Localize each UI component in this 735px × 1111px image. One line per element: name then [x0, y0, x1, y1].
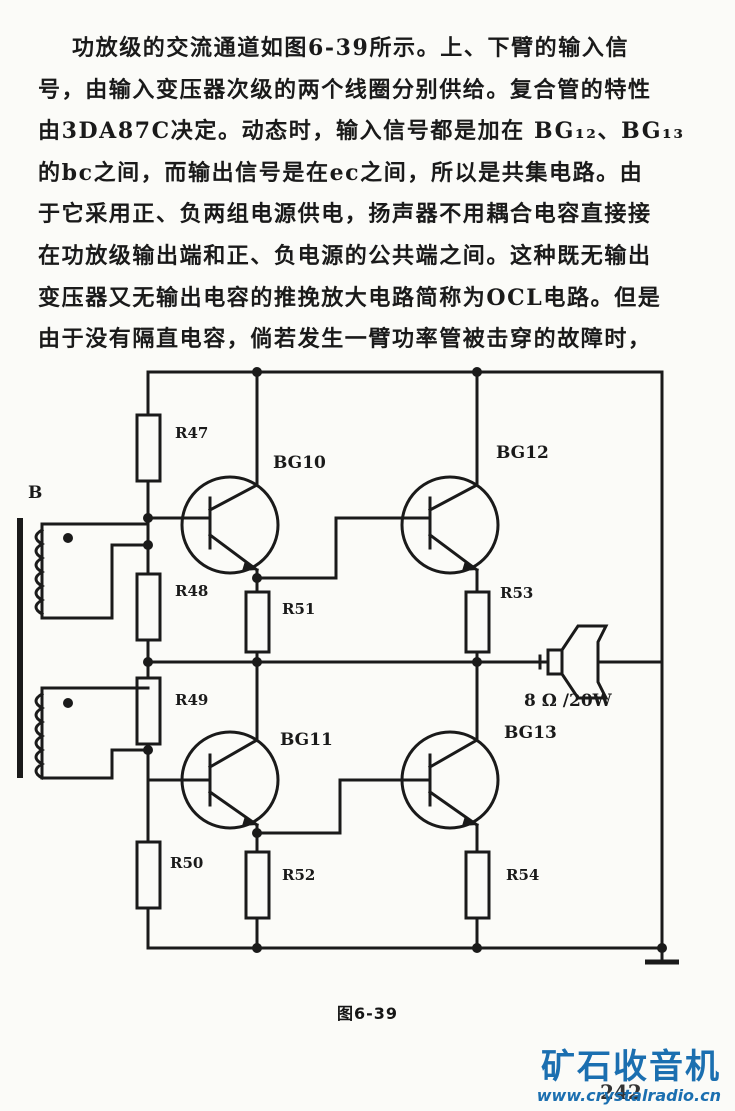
junction-dots: [143, 367, 667, 953]
resistor-label-r54: R54: [506, 866, 539, 884]
watermark-url: www.crystalradio.cn: [536, 1086, 721, 1105]
paragraph-line: 变压器又无输出电容的推挽放大电路简称为OCL电路。但是: [38, 284, 662, 311]
resistor-r47: [135, 413, 162, 483]
transformer: [17, 518, 150, 781]
resistor-r52: [244, 850, 271, 950]
transistor-bg11: [146, 660, 280, 830]
transistor-label-bg11: BG11: [280, 730, 333, 750]
paragraph-line: 的bc之间，而输出信号是在ec之间，所以是共集电路。由: [38, 159, 644, 186]
transistor-label-bg12: BG12: [496, 443, 549, 463]
paragraph-line: 在功放级输出端和正、负电源的公共端之间。这种既无输出: [38, 242, 652, 269]
resistor-label-r48: R48: [175, 582, 208, 600]
watermark-logo: 矿石收音机 www.crystalradio.cn: [537, 1047, 721, 1105]
paragraph-line: 号，由输入变压器次级的两个线圈分别供给。复合管的特性: [38, 76, 652, 103]
resistor-label-r47: R47: [175, 424, 208, 442]
speaker: [538, 624, 609, 700]
transistor-bg10: [146, 475, 280, 575]
transistor-bg12: [334, 475, 500, 575]
body-paragraph: 功放级的交流通道如图6-39所示。上、下臂的输入信 号，由输入变压器次级的两个线…: [38, 28, 698, 361]
resistor-label-r49: R49: [175, 691, 208, 709]
resistor-label-r53: R53: [500, 584, 533, 602]
transistor-label-bg13: BG13: [504, 723, 557, 743]
resistor-r53: [464, 590, 491, 664]
watermark-title: 矿石收音机: [541, 1047, 721, 1087]
resistor-r50: [135, 840, 162, 910]
paragraph-line: 由于没有隔直电容，倘若发生一臂功率管被击穿的故障时，: [38, 326, 652, 353]
speaker-label: 8 Ω /20W: [524, 691, 613, 711]
bg11-bg13-link: [255, 778, 479, 854]
paragraph-line: 由3DA87C决定。动态时，输入信号都是加在 BG₁₂、BG₁₃: [38, 118, 685, 145]
paragraph-line: 功放级的交流通道如图6-39所示。上、下臂的输入信: [72, 35, 630, 61]
resistor-r49: [135, 676, 162, 746]
paragraph-line: 于它采用正、负两组电源供电，扬声器不用耦合电容直接接: [38, 201, 652, 228]
resistor-label-r51: R51: [282, 600, 315, 618]
bg10-bg12-link: [255, 516, 479, 594]
page-number: 242: [600, 1080, 642, 1104]
collector-wires: [255, 370, 479, 480]
resistor-label-r50: R50: [170, 854, 203, 872]
resistor-label-r52: R52: [282, 866, 315, 884]
transistor-bg13: [338, 660, 500, 830]
resistor-r54: [464, 850, 491, 950]
resistor-r48: [135, 572, 162, 642]
circuit-diagram: B R47 R48 R49 R50 R51 R52 R53 R54 BG10 B…: [17, 367, 679, 965]
transistor-label-bg10: BG10: [273, 453, 326, 473]
figure-caption: 图6-39: [336, 1004, 399, 1023]
transformer-label: B: [28, 483, 42, 503]
resistor-r51: [244, 590, 271, 664]
